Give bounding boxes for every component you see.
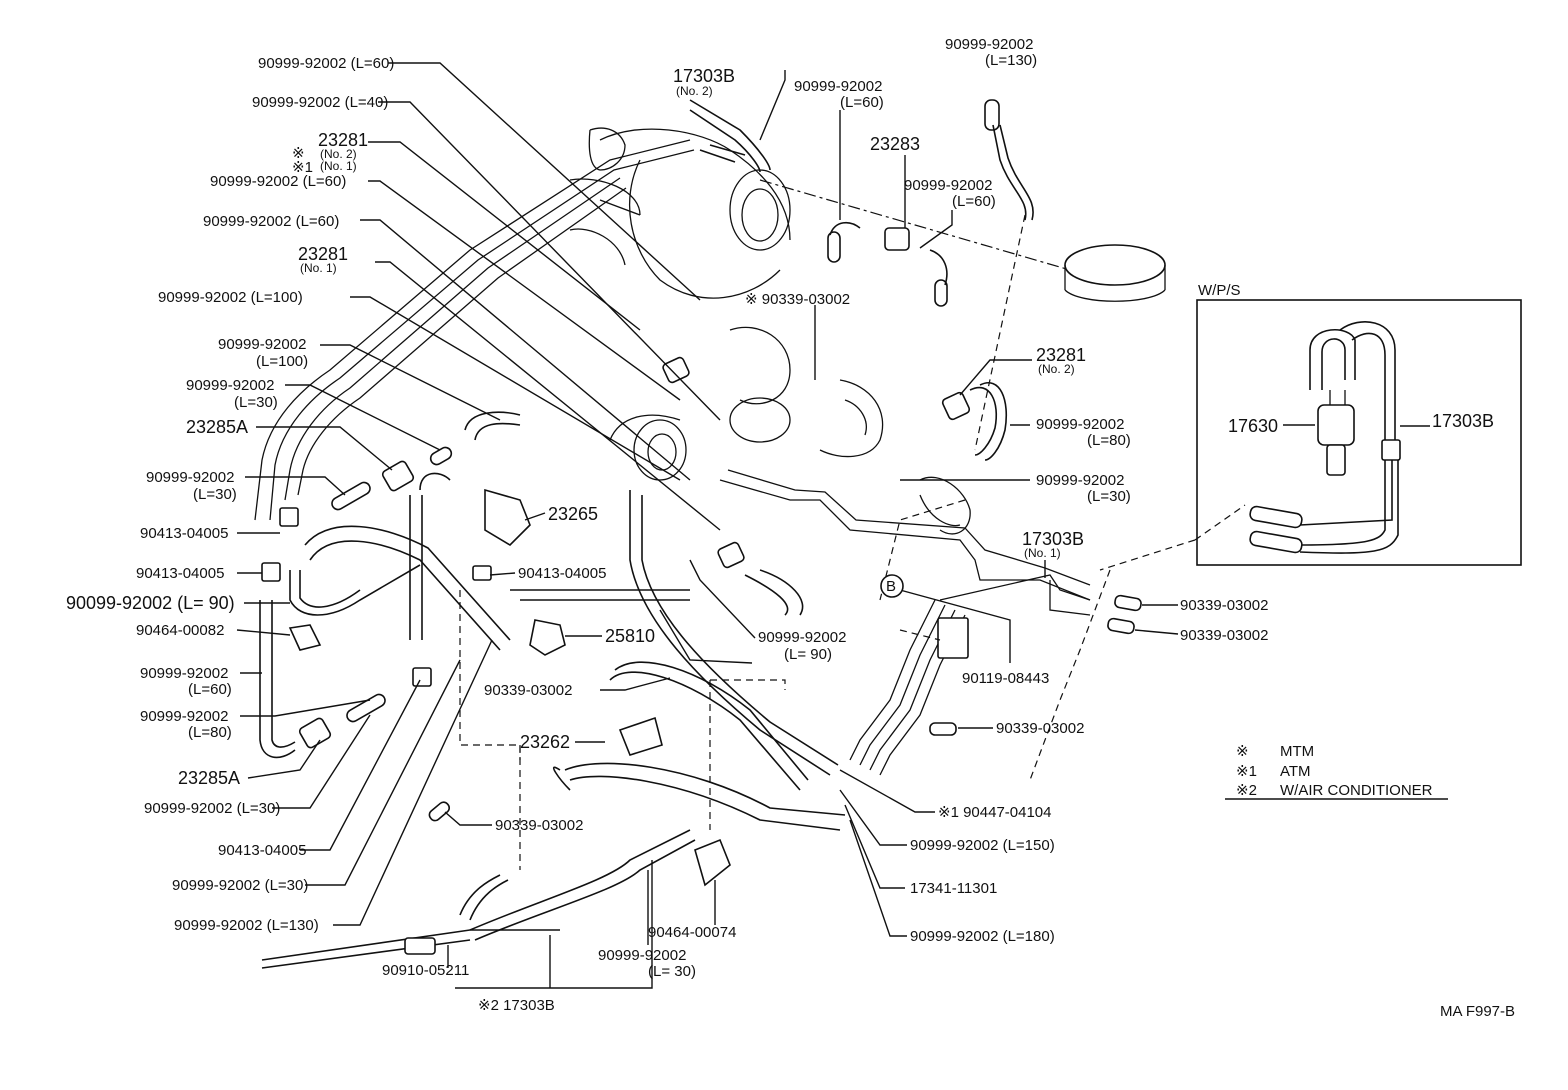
label-no2: (No. 2) [320,147,357,161]
legend-text-2: ATM [1280,763,1311,780]
label-l30-e: (L= 30) [648,963,696,980]
label-wps: W/P/S [1198,282,1241,299]
label-l100: (L=100) [256,353,308,370]
label-90999-l80-b: 90999-92002 [1036,416,1124,433]
callout-b-circle [880,574,904,598]
label-23262: 23262 [520,732,570,752]
label-90413-b: 90413-04005 [136,565,224,582]
label-90413-d: 90413-04005 [518,565,606,582]
label-90999-l150: 90999-92002 (L=150) [910,837,1055,854]
label-l30-a: (L=30) [234,394,278,411]
leader-lines [236,62,1179,989]
label-90999-l60-e: 90999-92002 [794,78,882,95]
label-23281-right: 23281 [1036,345,1086,365]
label-l60-f: (L=60) [952,193,996,210]
label-figure-code: MA F997-B [1440,1003,1515,1020]
label-b: B [886,578,896,595]
label-no1-mid: (No. 1) [300,261,337,275]
label-90999-l60-d: 90999-92002 [140,665,228,682]
label-90339-mid: 90339-03002 [484,682,572,699]
label-90999-l80-a: 90999-92002 [140,708,228,725]
lower-hoses [259,490,846,969]
label-no2-top: (No. 2) [676,84,713,98]
label-90464-00074: 90464-00074 [648,924,736,941]
label-l80-a: (L=80) [188,724,232,741]
legend-text-1: MTM [1280,743,1314,760]
label-90999-l180: 90999-92002 (L=180) [910,928,1055,945]
label-no1: (No. 1) [320,159,357,173]
label-l30-b: (L=30) [193,486,237,503]
label-90999-l130-a: 90999-92002 (L=130) [174,917,319,934]
mark-mtm: ※ [292,145,305,162]
label-17630: 17630 [1228,416,1278,436]
label-90119-08443: 90119-08443 [962,670,1049,687]
label-17303b-top: 17303B [673,66,735,86]
label-90999-l100-a: 90999-92002 (L=100) [158,289,303,306]
label-90413-c: 90413-04005 [218,842,306,859]
label-90339-lower: 90339-03002 [495,817,583,834]
label-90447-04104: ※1 90447-04104 [938,804,1052,821]
reference-lines [459,179,1246,870]
label-23283: 23283 [870,134,920,154]
legend-symbol-1: ※ [1236,743,1249,760]
legend: ※ MTM ※1 ATM ※2 W/AIR CONDITIONER [1225,743,1448,800]
engine-drawing [569,127,971,535]
labels: 90999-92002 (L=60) 90999-92002 (L=40) 23… [66,36,1515,1020]
label-90999-l60-f: 90999-92002 [904,177,992,194]
label-90339-right-a: 90339-03002 [1180,597,1268,614]
label-90999-l30-c: 90999-92002 (L=30) [144,800,280,817]
label-90910-05211: 90910-05211 [382,962,469,979]
inset-box [1196,299,1522,566]
label-l30-f: (L=30) [1087,488,1131,505]
label-23281-mid: 23281 [298,244,348,264]
label-23265: 23265 [548,504,598,524]
label-90999-l30-f: 90999-92002 [1036,472,1124,489]
label-90099-l90: 90099-92002 (L= 90) [66,593,235,613]
label-90339-right-b: 90339-03002 [1180,627,1268,644]
label-17303b-inset: 17303B [1432,411,1494,431]
label-90999-l30-b: 90999-92002 [146,469,234,486]
label-l60-d: (L=60) [188,681,232,698]
pipe-bundle [254,139,1091,776]
fittings [261,99,1142,955]
label-23281-top: 23281 [318,130,368,150]
label-90999-l60-c: 90999-92002 (L=60) [203,213,339,230]
label-l130-b: (L=130) [985,52,1037,69]
label-l80-b: (L=80) [1087,432,1131,449]
label-90999-l40: 90999-92002 (L=40) [252,94,388,111]
label-90999-l60-b: 90999-92002 (L=60) [210,173,346,190]
legend-text-3: W/AIR CONDITIONER [1280,782,1433,799]
label-17341-11301: 17341-11301 [910,880,997,897]
label-17303b-bottom: ※2 17303B [478,997,555,1014]
label-23285a-top: 23285A [186,417,248,437]
label-90464-00082: 90464-00082 [136,622,224,639]
label-90999-l60-a: 90999-92002 (L=60) [258,55,394,72]
label-17303b-right: 17303B [1022,529,1084,549]
label-no2-right: (No. 2) [1038,362,1075,376]
label-no1-right: (No. 1) [1024,546,1061,560]
label-l90: (L= 90) [784,646,832,663]
legend-symbol-2: ※1 [1236,763,1257,780]
legend-symbol-3: ※2 [1236,782,1257,799]
label-90339-right-c: 90339-03002 [996,720,1084,737]
label-90999-l30-a: 90999-92002 [186,377,274,394]
label-90999-l90: 90999-92002 [758,629,846,646]
wps-canister [1064,244,1166,302]
label-90339-top: ※ 90339-03002 [745,291,850,308]
label-90413-a: 90413-04005 [140,525,228,542]
label-23285a-bottom: 23285A [178,768,240,788]
label-25810: 25810 [605,626,655,646]
label-l60-e: (L=60) [840,94,884,111]
label-90999-l30-e: 90999-92002 [598,947,686,964]
label-90999-l100-b: 90999-92002 [218,336,306,353]
label-90999-l130-b: 90999-92002 [945,36,1033,53]
label-90999-l30-d: 90999-92002 (L=30) [172,877,308,894]
mark-atm: ※1 [292,159,313,176]
